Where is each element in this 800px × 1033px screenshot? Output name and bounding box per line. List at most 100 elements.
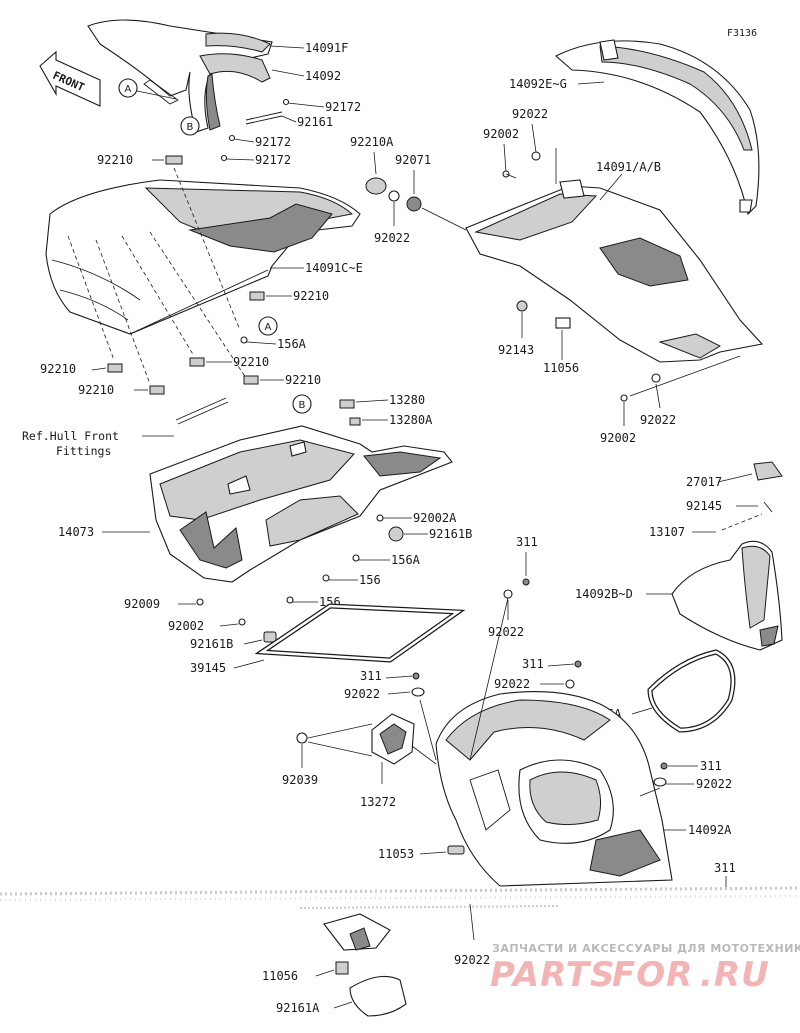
label-311-r: 311 — [522, 657, 544, 671]
cover-14092B — [671, 540, 783, 651]
label-11056-bottom: 11056 — [262, 969, 298, 983]
front-arrow-icon: FRONT — [39, 50, 101, 107]
label-14092A: 14092A — [688, 823, 732, 837]
label-92143: 92143 — [498, 343, 534, 357]
washer-92022-tl — [388, 190, 400, 202]
scan-noise-strip — [0, 886, 800, 909]
figure-code: F3136 — [727, 28, 757, 39]
label-13280A: 13280A — [389, 413, 433, 427]
washer-92022-mid — [503, 589, 513, 599]
plug-92210A — [365, 177, 387, 195]
clip-92210-f — [149, 385, 165, 395]
label-92210-e: 92210 — [285, 373, 321, 387]
clip-92210-b — [249, 291, 265, 301]
screw-92009 — [196, 598, 204, 606]
circle-marker-b-1: B — [180, 116, 200, 136]
emblem-27017 — [753, 461, 783, 481]
svg-text:FOR: FOR — [612, 955, 693, 995]
label-92210-c: 92210 — [40, 362, 76, 376]
label-92022-r3: 92022 — [696, 777, 732, 791]
circle-marker-a-2: A — [258, 316, 278, 336]
front-cover-14091F — [87, 19, 273, 133]
label-92210-f: 92210 — [78, 383, 114, 397]
clip-11056-bottom — [335, 961, 349, 975]
ref-note-line1: Ref.Hull Front — [22, 429, 119, 443]
label-92161B-a: 92161B — [429, 527, 472, 541]
svg-text:A: A — [125, 84, 132, 95]
label-13107: 13107 — [649, 525, 685, 539]
rear-cover-14092E — [555, 39, 760, 216]
clip-92210-c — [107, 363, 123, 373]
grommet-92161B-b — [263, 631, 277, 643]
label-13272: 13272 — [360, 795, 396, 809]
label-14092BD: 14092B~D — [575, 587, 633, 601]
label-92210-d: 92210 — [233, 355, 269, 369]
clip-92210-e — [243, 375, 259, 385]
seal-39145A — [647, 649, 736, 733]
front-bracket-14073 — [149, 425, 453, 583]
washer-92022-r2 — [565, 679, 575, 689]
clip-13280A — [349, 417, 361, 426]
label-92071: 92071 — [395, 153, 431, 167]
nut-311-mid — [522, 578, 530, 586]
washer-92022-l — [411, 687, 425, 697]
label-92002-r: 92002 — [600, 431, 636, 445]
label-92022-tr: 92022 — [512, 107, 548, 121]
label-92022-l: 92022 — [344, 687, 380, 701]
label-92210-b: 92210 — [293, 289, 329, 303]
label-92022-mid: 92022 — [488, 625, 524, 639]
label-14091C: 14091C~E — [305, 261, 363, 275]
clip-11056-r — [555, 317, 571, 329]
nut-311-r — [574, 660, 582, 668]
label-14092: 14092 — [305, 69, 341, 83]
label-311-mid: 311 — [516, 535, 538, 549]
screw-92002-r — [620, 394, 628, 402]
screw-156A-top — [240, 336, 248, 344]
screw-92002A — [376, 514, 384, 522]
label-92022-bottom: 92022 — [454, 953, 490, 967]
label-92145: 92145 — [686, 499, 722, 513]
label-156A-top: 156A — [277, 337, 307, 351]
label-39145: 39145 — [190, 661, 226, 675]
lower-hull-fragment — [323, 913, 391, 951]
label-92002-left: 92002 — [168, 619, 204, 633]
label-92172-b: 92172 — [255, 135, 291, 149]
svg-text:.RU: .RU — [700, 955, 770, 995]
nut-311-l — [412, 672, 420, 680]
side-panel-14091 — [465, 179, 764, 363]
label-11053: 11053 — [378, 847, 414, 861]
label-14073: 14073 — [58, 525, 94, 539]
circle-marker-b-2: B — [292, 394, 312, 414]
label-156A: 156A — [391, 553, 421, 567]
ref-note-line2: Fittings — [56, 444, 111, 458]
screw-92002-left — [238, 618, 246, 626]
label-14091F: 14091F — [305, 41, 348, 55]
label-311-r3: 311 — [714, 861, 736, 875]
seal-39145 — [254, 603, 466, 663]
strip-ref — [175, 397, 227, 421]
label-92039: 92039 — [282, 773, 318, 787]
grommet-92161B-a — [388, 526, 404, 542]
label-92172-a: 92172 — [325, 100, 361, 114]
label-92172-c: 92172 — [255, 153, 291, 167]
label-92022-r2: 92022 — [494, 677, 530, 691]
nut-311-r2 — [660, 762, 668, 770]
label-311-r2: 311 — [700, 759, 722, 773]
label-27017: 27017 — [686, 475, 722, 489]
clip-92210-d — [189, 357, 205, 367]
storage-bin-14092A — [435, 691, 673, 887]
watermark-tagline: ЗАПЧАСТИ И АКСЕССУАРЫ ДЛЯ МОТОТЕХНИКИ — [492, 942, 800, 955]
washer-92022-tr — [531, 151, 541, 161]
label-13280: 13280 — [389, 393, 425, 407]
label-156-a: 156 — [359, 573, 381, 587]
clip-11053 — [447, 845, 465, 855]
label-92022-r: 92022 — [640, 413, 676, 427]
strip-92161 — [245, 111, 283, 121]
label-92210A: 92210A — [350, 135, 394, 149]
washer-92022-r3 — [653, 777, 667, 787]
label-92161B-b: 92161B — [190, 637, 233, 651]
label-92002A: 92002A — [413, 511, 457, 525]
label-92002-tr: 92002 — [483, 127, 519, 141]
upper-cover-14091C — [45, 179, 361, 335]
